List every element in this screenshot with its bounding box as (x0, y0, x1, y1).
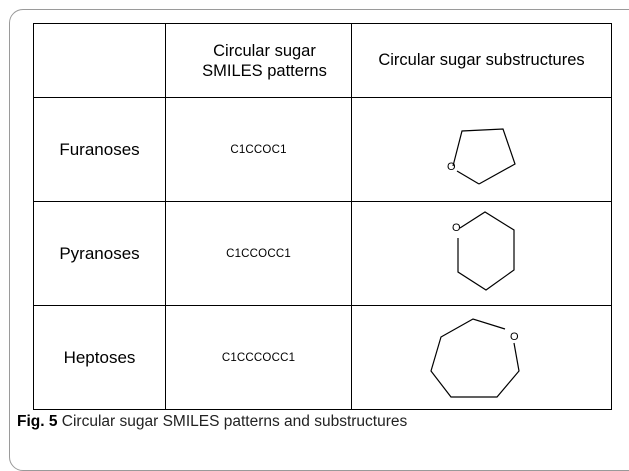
header-substructures: Circular sugar substructures (351, 23, 612, 98)
oxygen-atom-label: O (447, 161, 456, 173)
figure-caption: Fig. 5 Circular sugar SMILES patterns an… (17, 413, 407, 431)
header-smiles-line-2: SMILES patterns (202, 61, 327, 80)
table-row: Furanoses C1CCOC1 O (33, 97, 612, 202)
oxygen-atom-label: O (510, 331, 519, 343)
smiles-pattern: C1CCCOCC1 (165, 305, 352, 410)
substructure-cell: O (351, 305, 612, 410)
sugar-name: Pyranoses (33, 201, 166, 306)
table-row: Heptoses C1CCCOCC1 O (33, 305, 612, 410)
smiles-pattern: C1CCOC1 (165, 97, 352, 202)
smiles-pattern: C1CCOCC1 (165, 201, 352, 306)
caption-text: Circular sugar SMILES patterns and subst… (61, 413, 408, 430)
furanose-ring-structure: O (447, 127, 516, 185)
oxygen-atom-label: O (452, 222, 461, 234)
sugar-name: Heptoses (33, 305, 166, 410)
header-empty-cell (33, 23, 166, 98)
substructure-cell: O (351, 97, 612, 202)
header-smiles-line-1: Circular sugar (213, 41, 316, 60)
substructure-cell: O (351, 201, 612, 306)
pyranose-ring-structure: O (452, 210, 515, 291)
table-row: Pyranoses C1CCOCC1 O (33, 201, 612, 306)
sugar-name: Furanoses (33, 97, 166, 202)
figure-label: Fig. 5 (17, 413, 58, 430)
heptose-ring-structure: O (429, 317, 520, 398)
